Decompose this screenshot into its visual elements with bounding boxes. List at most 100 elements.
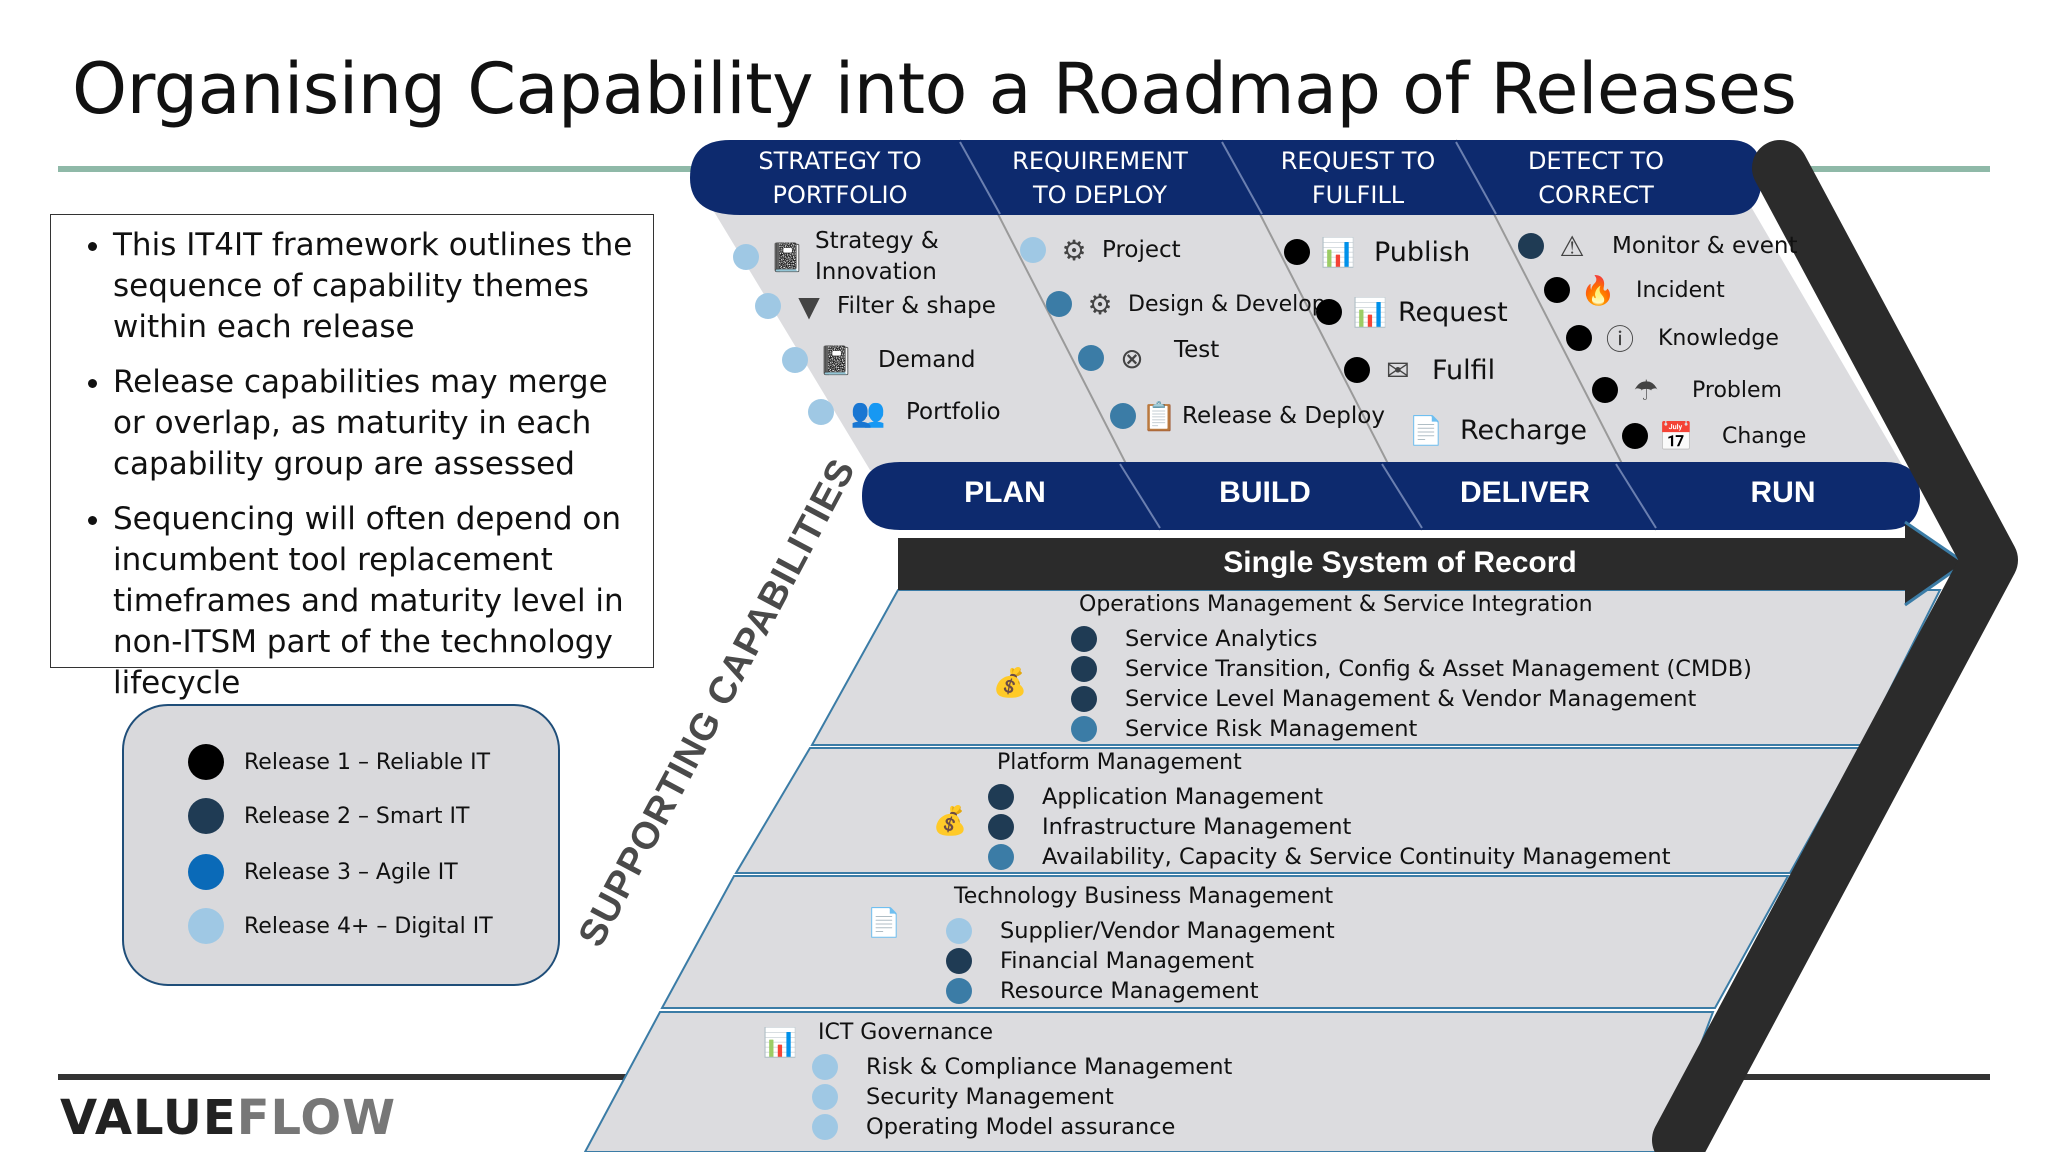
capability-label: Knowledge [1658,325,1779,351]
warning-icon: ⚠ [1559,229,1585,263]
capability-label: Problem [1692,377,1782,403]
value-stream-area [710,205,1905,470]
band-item-label: Operating Model assurance [866,1114,1176,1140]
document-icon: 📄 [1408,413,1444,447]
money-icon: 💰 [992,666,1028,698]
release-dot [946,978,972,1004]
bullets-box: This IT4IT framework outlines the sequen… [50,214,654,701]
capability-project: ⚙ Project [1020,232,1181,268]
band-item-label: Financial Management [1000,948,1254,974]
valueflow-logo: VALUEFLOW [60,1090,396,1146]
capability-label: Request [1398,296,1508,328]
capability-label: Change [1722,423,1807,449]
money-icon: 💰 [932,804,968,836]
phase-deliver: DELIVER [1459,476,1591,509]
umbrella-icon: ☂ [1633,373,1659,407]
release-dot [808,399,834,425]
band-item: Service Risk Management [1071,716,1417,742]
band-item-label: Service Level Management & Vendor Manage… [1125,686,1697,712]
document-icon: 📄 [866,906,902,938]
capability-design-develop: ⚙ Design & Develop [1046,286,1326,322]
capability-label: Demand [878,347,976,373]
release-dot [1284,239,1310,265]
legend-item: Release 4+ – Digital IT [188,908,493,944]
checklist-icon: 📋 [1141,399,1177,433]
band-item-label: Risk & Compliance Management [866,1054,1233,1080]
bullet-item: Release capabilities may merge or overla… [113,362,641,485]
band-item: Resource Management [946,978,1259,1004]
release-dot [988,814,1014,840]
release-dot [1110,403,1136,429]
band-tbm [660,875,1790,1009]
bullet-item: Sequencing will often depend on incumben… [113,499,641,704]
logo-part: VALUE [60,1090,237,1146]
legend-dot [188,798,224,834]
bar-chart-icon: 📊 [762,1026,798,1058]
legend-item: Release 1 – Reliable IT [188,744,490,780]
capability-label: Fulfil [1432,354,1496,386]
capability-test: ⊗ Test [1078,337,1219,376]
capability-portfolio: 👥 Portfolio [808,394,1001,430]
band-item-label: Availability, Capacity & Service Continu… [1042,844,1671,870]
capability-label: Release & Deploy [1182,403,1385,429]
legend-label: Release 4+ – Digital IT [244,913,493,939]
capability-label: Project [1102,237,1181,263]
phase-bar [862,462,1920,530]
band-item: Financial Management [946,948,1254,974]
header-strategy: STRATEGY TO PORTFOLIO [730,144,950,212]
release-dot [1071,716,1097,742]
band-item-label: Infrastructure Management [1042,814,1352,840]
capability-label: Publish [1374,236,1471,268]
footer-rule-right [1700,1074,1990,1080]
band-title-governance: ICT Governance [818,1020,994,1045]
gears-icon: ⚙ [1087,287,1113,321]
page-title: Organising Capability into a Roadmap of … [72,48,1797,130]
capability-fulfil: ✉ Fulfil [1344,352,1495,388]
notebook-icon: 📓 [769,240,805,274]
capability-strategy-innovation: 📓 Strategy & Innovation [733,226,939,288]
presentation-icon: 📊 [1320,235,1356,269]
capability-filter-shape: ▼ Filter & shape [755,288,996,324]
band-title-operations: Operations Management & Service Integrat… [1079,592,1593,617]
release-dot [733,244,759,270]
chevron [1652,140,2018,1152]
band-item-label: Resource Management [1000,978,1259,1004]
release-dot [1344,357,1370,383]
filter-icon: ▼ [798,289,820,323]
capability-label: Portfolio [906,399,1001,425]
release-dot [755,293,781,319]
release-dot [1071,626,1097,652]
band-item: Service Transition, Config & Asset Manag… [1071,656,1752,682]
header-line: REQUEST TO [1280,147,1436,175]
capability-release-deploy: 📋 Release & Deploy [1110,398,1385,434]
value-stream-header-bar [690,140,1762,215]
capability-problem: ☂ Problem [1592,372,1782,408]
header-detect: DETECT TO CORRECT [1486,144,1706,212]
band-item-label: Application Management [1042,784,1324,810]
capability-label: Incident [1636,277,1725,303]
system-of-record-label: Single System of Record [1223,546,1577,579]
release-dot [1544,277,1570,303]
release-dot [1078,345,1104,371]
release-dot [812,1114,838,1140]
capability-monitor-event: ⚠ Monitor & event [1518,228,1798,264]
capability-label: Monitor & event [1612,233,1798,259]
fire-icon: 🔥 [1580,273,1616,307]
band-item: Availability, Capacity & Service Continu… [988,844,1671,870]
calendar-icon: 📅 [1658,419,1694,453]
title-rule-right [1800,166,1990,172]
bullet-item: This IT4IT framework outlines the sequen… [113,225,641,348]
release-dot [946,918,972,944]
notebook-icon: 📓 [818,343,854,377]
band-title-tbm: Technology Business Management [954,884,1334,909]
release-dot [1622,423,1648,449]
band-item: Service Level Management & Vendor Manage… [1071,686,1696,712]
release-dot [782,347,808,373]
legend-label: Release 1 – Reliable IT [244,749,491,775]
release-dot [988,844,1014,870]
footer-rule-left [58,1074,628,1080]
system-of-record-arrow [898,522,1965,605]
capability-label: Filter & shape [837,293,996,319]
band-platform [734,747,1862,874]
capability-request: 📊 Request [1316,294,1508,330]
